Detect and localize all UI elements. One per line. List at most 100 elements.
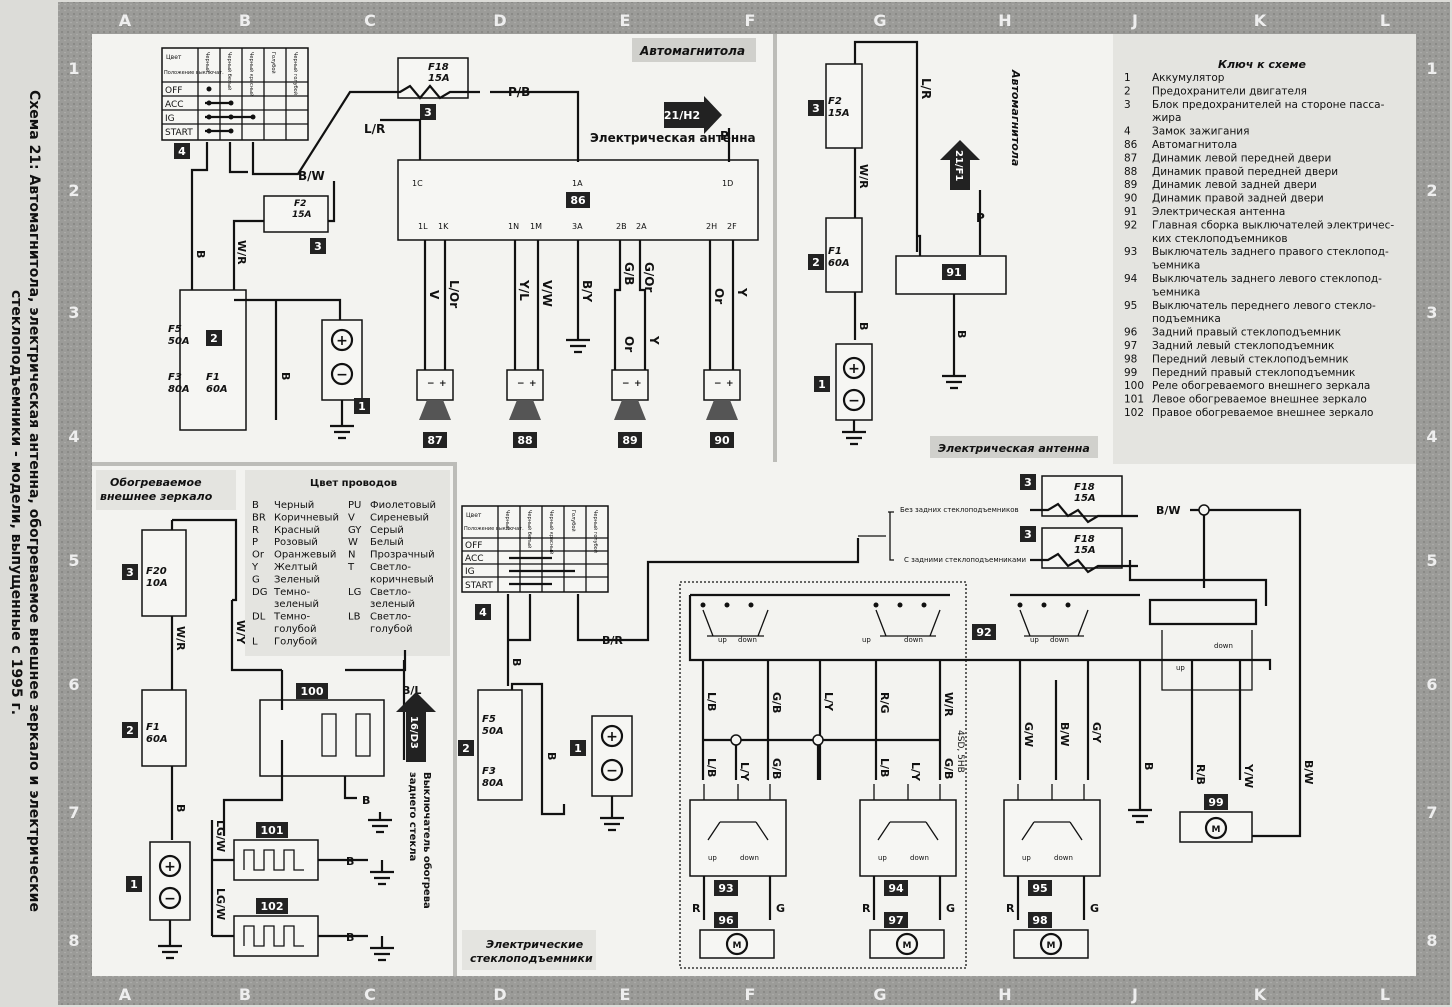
key-text: Динамик левой задней двери xyxy=(1152,179,1317,191)
wire-color-name: Темно- xyxy=(273,587,310,598)
motor-number: 98 xyxy=(1032,914,1047,927)
svg-text:внешнее зеркало: внешнее зеркало xyxy=(100,490,213,503)
svg-text:Y/L: Y/L xyxy=(517,279,531,301)
svg-text:60A: 60A xyxy=(828,258,850,269)
speaker-number: 89 xyxy=(622,434,637,447)
svg-text:B: B xyxy=(545,752,558,760)
key-text: Динамик правой задней двери xyxy=(1152,193,1324,205)
wire-color-name: Черный xyxy=(274,500,314,511)
key-num: 101 xyxy=(1124,394,1144,406)
svg-text:Y: Y xyxy=(735,287,749,297)
grid-col-bottom-H: H xyxy=(998,985,1011,1004)
wire-color-name: зеленый xyxy=(274,599,319,610)
svg-text:Or: Or xyxy=(622,336,636,352)
fuse-f2-antenna xyxy=(825,63,863,149)
svg-text:L/B: L/B xyxy=(878,758,891,777)
fuse-f20 xyxy=(141,529,187,617)
svg-text:F2: F2 xyxy=(294,199,306,209)
speaker-87: −+87 xyxy=(416,369,454,448)
svg-text:10A: 10A xyxy=(146,578,168,589)
mirror-number: 102 xyxy=(261,900,284,913)
svg-text:60A: 60A xyxy=(146,734,168,745)
speaker-minus: − xyxy=(517,379,525,389)
wire-code: DG xyxy=(252,587,267,598)
component-86: 86 xyxy=(570,194,586,207)
svg-text:ACC: ACC xyxy=(165,100,184,110)
grid-row-6: 6 xyxy=(68,675,79,694)
svg-text:L/B: L/B xyxy=(705,758,718,777)
svg-text:up: up xyxy=(1176,664,1185,672)
svg-text:Электрические: Электрические xyxy=(486,938,584,951)
svg-text:Обогреваемое: Обогреваемое xyxy=(110,476,202,489)
speaker-plus: + xyxy=(726,379,734,389)
svg-text:15A: 15A xyxy=(828,108,850,119)
svg-text:down: down xyxy=(738,636,757,644)
grid-row-5: 5 xyxy=(68,551,79,570)
wire-color-name: Фиолетовый xyxy=(370,500,436,511)
wire-code: GY xyxy=(348,525,362,536)
section-title-antenna: Электрическая антенна xyxy=(938,442,1090,455)
svg-text:21/F1: 21/F1 xyxy=(953,150,964,181)
reference-arrow-16d3: 16/D3 xyxy=(396,692,436,762)
wire-label-bw: B/W xyxy=(298,169,325,183)
switch-number: 93 xyxy=(718,882,733,895)
svg-text:Ключ к схеме: Ключ к схеме xyxy=(1218,58,1306,71)
key-text: Аккумулятор xyxy=(1152,72,1225,84)
svg-text:16/D3: 16/D3 xyxy=(408,716,419,749)
svg-text:Черный: Черный xyxy=(504,510,511,530)
wire-g: G xyxy=(946,902,955,915)
svg-text:F18: F18 xyxy=(428,62,449,73)
mirror-ground-wire: B xyxy=(346,855,354,868)
key-num: 87 xyxy=(1124,152,1137,164)
grid-row-right-2: 2 xyxy=(1426,181,1437,200)
fuse-f18-no-rear xyxy=(1041,475,1123,517)
speaker-number: 87 xyxy=(427,434,442,447)
svg-text:3: 3 xyxy=(1024,528,1032,541)
key-text: Выключатель заднего правого стеклопод- xyxy=(1152,246,1389,258)
svg-text:L/Y: L/Y xyxy=(909,762,922,782)
svg-text:R/B: R/B xyxy=(1194,764,1207,785)
grid-col-H: H xyxy=(998,11,1011,30)
svg-text:V: V xyxy=(427,290,441,300)
wire-code: L xyxy=(252,636,258,647)
svg-text:G/Y: G/Y xyxy=(1090,722,1103,744)
svg-text:Черный голубой: Черный голубой xyxy=(292,52,299,95)
key-num: 91 xyxy=(1124,206,1137,218)
grid-col-C: C xyxy=(364,11,376,30)
svg-text:2A: 2A xyxy=(636,222,647,231)
engine-fuse-block-top xyxy=(179,289,247,431)
grid-col-D: D xyxy=(493,11,506,30)
motor-number: 97 xyxy=(888,914,903,927)
key-text: Замок зажигания xyxy=(1152,126,1249,138)
speaker-minus: − xyxy=(427,379,435,389)
svg-text:B/W: B/W xyxy=(1058,722,1071,747)
svg-text:1K: 1K xyxy=(438,222,449,231)
wire-color-name: Розовый xyxy=(274,537,318,548)
wire-color-name: Оранжевый xyxy=(274,550,336,561)
reference-arrow-21f1: 21/F1 xyxy=(940,140,980,190)
svg-text:2F: 2F xyxy=(727,222,737,231)
svg-text:F5: F5 xyxy=(168,324,182,335)
svg-text:up: up xyxy=(718,636,727,644)
svg-text:L/B: L/B xyxy=(705,692,718,711)
wire-color-name: Светло- xyxy=(370,612,411,623)
switch-number: 95 xyxy=(1032,882,1047,895)
wire-code: W xyxy=(348,537,358,548)
label-antenna-radio: Электрическая антенна xyxy=(590,131,756,145)
key-text: Выключатель заднего левого стеклопод- xyxy=(1152,273,1382,285)
wire-color-name: Голубой xyxy=(274,636,317,647)
svg-text:50A: 50A xyxy=(482,726,504,737)
svg-text:+: + xyxy=(336,333,348,349)
wire-code: BR xyxy=(252,512,266,523)
key-num: 99 xyxy=(1124,367,1137,379)
switch-bank xyxy=(700,602,1089,637)
svg-text:15A: 15A xyxy=(1074,493,1096,504)
switch-up-label: up xyxy=(878,854,887,862)
key-num: 92 xyxy=(1124,219,1137,231)
wire-color-name: Серый xyxy=(370,525,404,536)
wire-code: G xyxy=(252,574,260,585)
window-motor-97: 97M xyxy=(869,912,945,959)
grid-row-right-4: 4 xyxy=(1426,427,1437,446)
